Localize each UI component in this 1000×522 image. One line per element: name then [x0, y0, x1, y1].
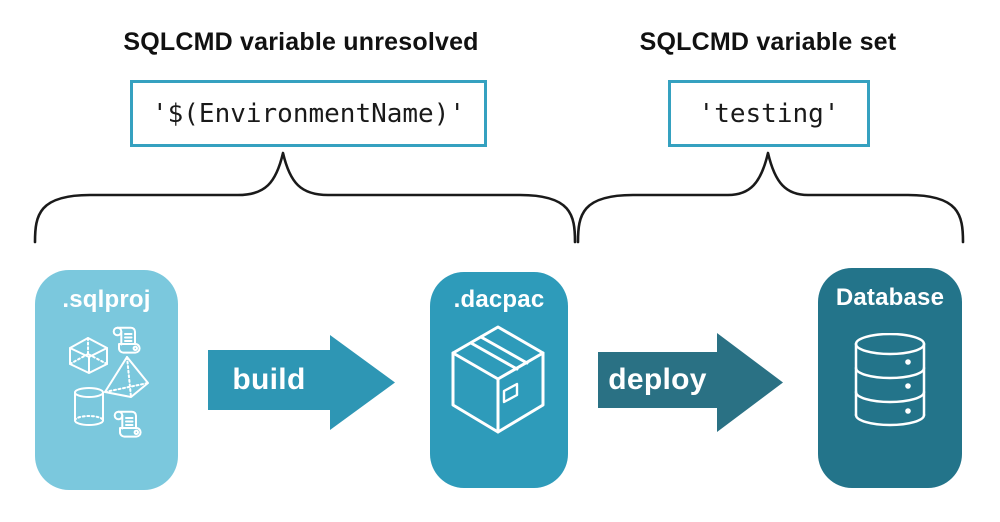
- database-cylinder-icon: [854, 333, 926, 427]
- code-box-testing: 'testing': [668, 80, 870, 147]
- code-box-environment-name: '$(EnvironmentName)': [130, 80, 487, 147]
- package-label-glyph: [502, 382, 519, 404]
- left-brace: [33, 151, 577, 244]
- script-scroll-icon: [113, 410, 142, 438]
- stage-sqlproj-label: .sqlproj: [62, 286, 151, 313]
- heading-right-set: SQLCMD variable set: [639, 28, 897, 56]
- sql-objects-icon: [69, 326, 149, 438]
- deploy-arrow-shape: [598, 333, 783, 432]
- package-box-icon: [451, 325, 545, 434]
- cylinder-glyph: [74, 387, 104, 426]
- deploy-arrow: [598, 333, 783, 432]
- code-text-environment-name: '$(EnvironmentName)': [151, 98, 466, 129]
- code-text-testing: 'testing': [698, 98, 840, 129]
- deploy-arrow-label: deploy: [608, 363, 707, 396]
- left-brace-path: [33, 151, 577, 244]
- stage-sqlproj: .sqlproj: [35, 270, 178, 490]
- right-brace-path: [576, 151, 965, 244]
- heading-left-unresolved: SQLCMD variable unresolved: [123, 28, 479, 56]
- cube-glyph: [69, 337, 108, 374]
- pyramid-glyph: [104, 356, 149, 398]
- build-arrow-shape: [208, 335, 395, 430]
- build-arrow-label: build: [232, 363, 306, 396]
- stage-database-label: Database: [835, 284, 945, 311]
- right-brace: [576, 151, 965, 244]
- script-scroll-icon: [112, 326, 141, 354]
- build-arrow: [208, 335, 395, 430]
- stage-dacpac-label: .dacpac: [453, 286, 545, 313]
